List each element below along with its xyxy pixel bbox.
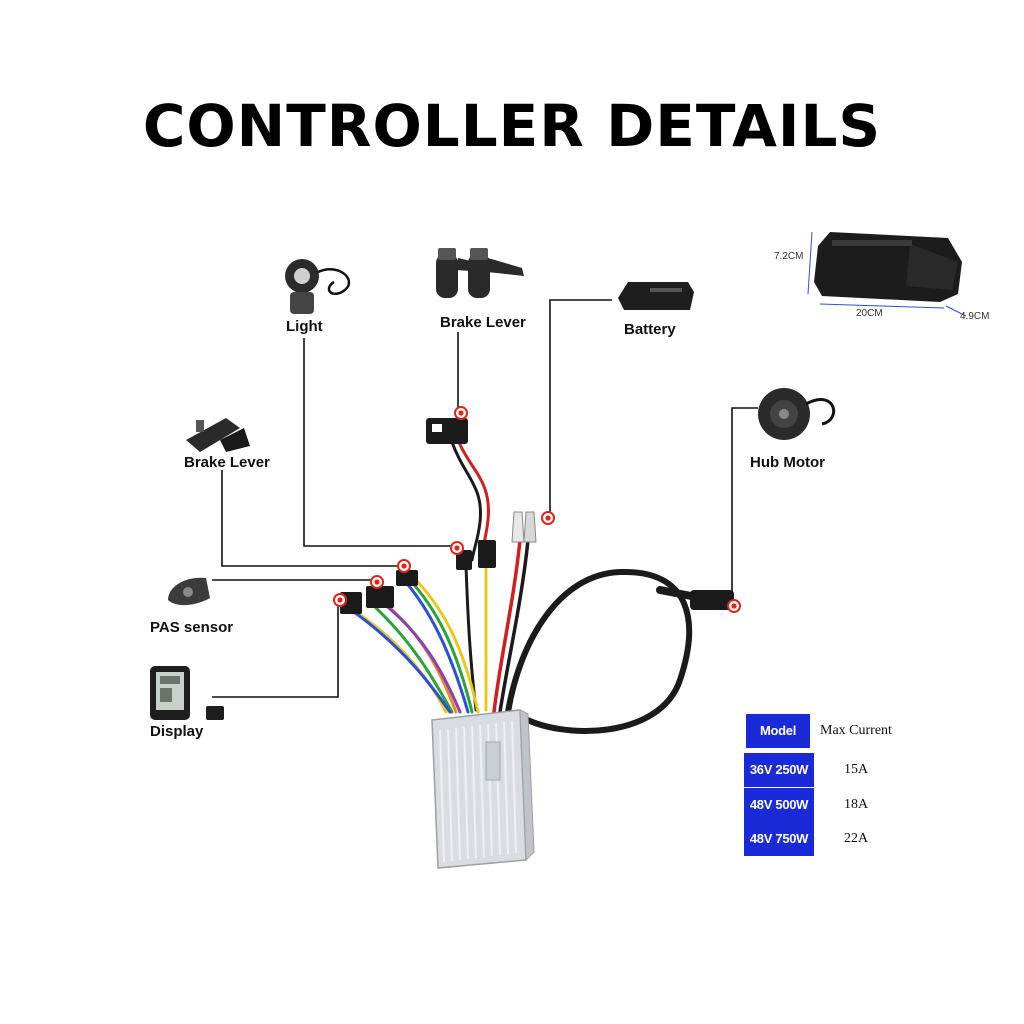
hub-motor-icon: [758, 388, 836, 440]
page-title: CONTROLLER DETAILS: [142, 92, 882, 160]
model-header-badge: Model: [746, 714, 810, 748]
battery-black-terminal: [523, 511, 537, 543]
spec-header-row: Model Max Current: [744, 714, 914, 748]
pas-sensor-label: PAS sensor: [150, 619, 234, 636]
brake-lever-top-icon: [436, 248, 524, 298]
connectors: [340, 418, 734, 614]
pas-connector: [366, 586, 394, 608]
battery-height-dimension: 7.2CM: [774, 251, 804, 262]
brake-connector-2: [478, 540, 496, 568]
hub-motor-connector: [690, 590, 734, 610]
max-current-value: 22A: [844, 831, 869, 846]
brake-left-connector: [396, 570, 418, 586]
brake-lever-left-icon: [186, 418, 250, 452]
callout-lines: [212, 299, 758, 698]
display-callout-line: [212, 600, 339, 698]
brake-lever-left-label: Brake Lever: [184, 454, 270, 471]
battery-icon: [618, 282, 694, 310]
controller-box: [431, 709, 535, 869]
battery-large-icon: [807, 231, 967, 317]
model-badge: 48V 500W: [744, 788, 814, 822]
hub-motor-callout-line: [731, 407, 758, 606]
pas-sensor-icon: [168, 577, 210, 606]
spec-row: 48V 750W 22A: [744, 822, 914, 856]
light-connector: [456, 550, 472, 570]
model-badge: 36V 250W: [744, 753, 814, 787]
light-icon: [285, 259, 351, 314]
battery-callout-line: [549, 299, 612, 516]
callout-markers: [333, 406, 741, 613]
brake-lever-top-label: Brake Lever: [440, 314, 526, 331]
battery-label: Battery: [624, 321, 676, 338]
max-current-value: 15A: [844, 762, 869, 777]
display-label: Display: [150, 723, 204, 740]
battery-red-terminal: [511, 511, 525, 543]
battery-width-dimension: 4.9CM: [960, 311, 990, 322]
battery-length-dimension: 20CM: [856, 308, 883, 319]
max-current-header: Max Current: [820, 723, 892, 738]
brake-lever-left-callout-line: [221, 470, 402, 567]
harness-wires: [348, 438, 716, 734]
spec-row: 48V 500W 18A: [744, 788, 914, 822]
max-current-value: 18A: [844, 797, 869, 812]
hub-motor-label: Hub Motor: [750, 454, 825, 471]
display-icon: [150, 666, 224, 720]
light-label: Light: [286, 318, 323, 335]
model-badge: 48V 750W: [744, 822, 814, 856]
spec-row: 36V 250W 15A: [744, 753, 914, 787]
light-callout-line: [303, 338, 456, 547]
